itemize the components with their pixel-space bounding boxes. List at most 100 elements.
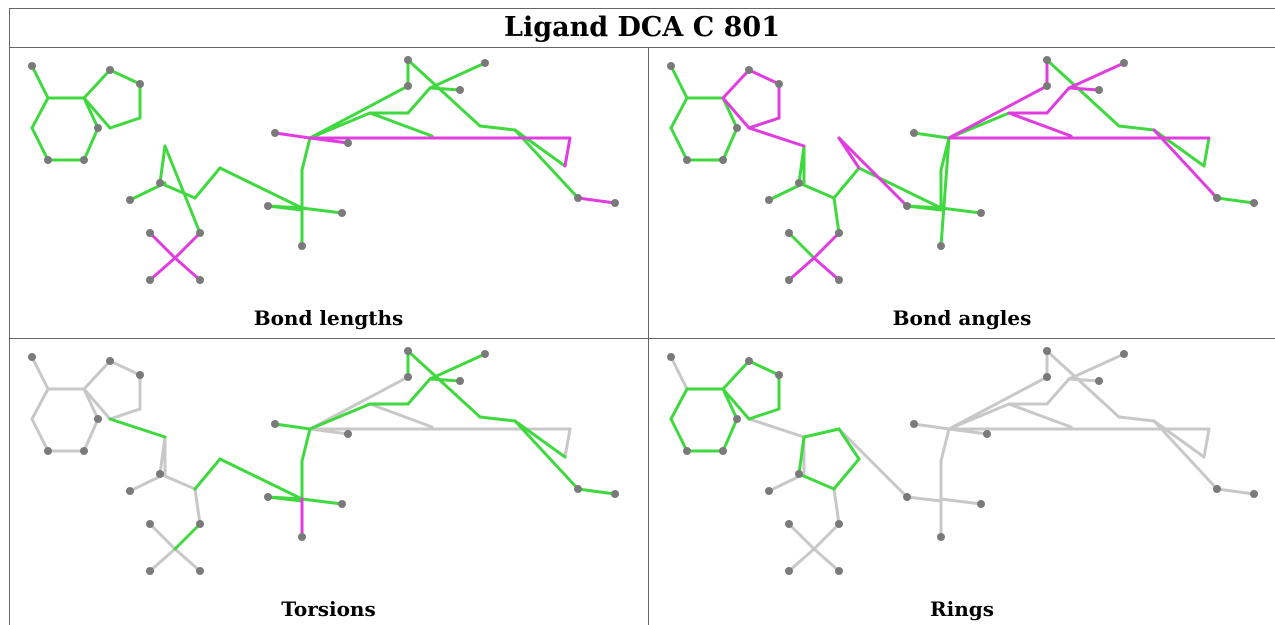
atom-a7 <box>28 62 36 70</box>
bond-c5-c6-green <box>857 166 943 210</box>
bond-a2-b1-green <box>82 68 112 100</box>
bond-b1-b2-green <box>108 68 142 86</box>
bond-a3-a4-gray <box>82 417 100 453</box>
bond-c5-c6-green <box>218 457 304 501</box>
atom-e3 <box>785 567 793 575</box>
atom-c11 <box>338 209 346 217</box>
atom-a7 <box>667 62 675 70</box>
atom-e3 <box>785 276 793 284</box>
bond-c12-c7-magenta <box>837 136 909 208</box>
bond-c3-c4-green <box>797 472 836 491</box>
atom-b2 <box>136 80 144 88</box>
bond-s11-s12-gray <box>563 427 572 459</box>
bond-a1-a7-green <box>669 64 689 100</box>
bond-s4-s5-gray <box>1067 377 1101 383</box>
atom-c3 <box>156 179 164 187</box>
atom-m3 <box>271 129 279 137</box>
bond-c1-c2-green <box>163 144 202 235</box>
panel-torsions: Torsions <box>10 339 647 625</box>
atom-a4 <box>719 156 727 164</box>
bond-a1-a7-gray <box>669 355 689 391</box>
atom-g2 <box>765 196 773 204</box>
bond-c10-s7-gray <box>308 375 410 431</box>
atom-e2 <box>146 229 154 237</box>
atom-m3 <box>910 420 918 428</box>
atom-g2 <box>765 487 773 495</box>
atom-a3 <box>94 415 102 423</box>
panel-caption: Bond lengths <box>253 306 404 330</box>
bond-a5-a6-green <box>30 126 50 162</box>
molecule-bond-angles <box>667 56 1258 284</box>
bond-c2-c3-green <box>158 144 167 185</box>
bond-c3-c4-green <box>797 181 836 200</box>
atom-s14 <box>611 199 619 207</box>
bond-s10-s13-green <box>513 419 580 491</box>
molecule-rings <box>667 347 1258 575</box>
bond-c9-c10-gray <box>939 427 951 463</box>
atom-s5 <box>456 86 464 94</box>
bond-e1-e4-gray <box>173 547 202 573</box>
bond-s8-s9-gray <box>1045 349 1121 419</box>
bond-a5-a6-green <box>669 417 689 453</box>
bond-c12-c7-gray <box>837 427 909 499</box>
atom-c3 <box>156 470 164 478</box>
table-frame <box>9 8 1275 625</box>
atom-a5 <box>683 156 691 164</box>
bond-b1-b2-gray <box>108 359 142 377</box>
bond-s4-s6-green <box>428 61 487 90</box>
bond-e1-e3-magenta <box>148 256 177 282</box>
bond-e1-e2-gray <box>787 522 816 551</box>
row-divider <box>9 338 1275 339</box>
bond-s8-s9-green <box>406 349 482 419</box>
atom-s7 <box>404 82 412 90</box>
bond-c2-c3-green <box>797 435 806 476</box>
bond-c4-c1-green <box>832 196 841 235</box>
atom-s14 <box>1250 490 1258 498</box>
bond-s9-s10-green <box>478 415 517 423</box>
bond-a2-b1-magenta <box>721 68 751 100</box>
bond-s4-s6-green <box>428 352 487 381</box>
bond-s4-s6-gray <box>1067 352 1126 381</box>
atom-a3 <box>94 124 102 132</box>
bond-m2-m3-gray <box>912 422 951 431</box>
bond-s2-s4-green <box>406 86 432 115</box>
bond-s9-s10-green <box>1117 124 1156 132</box>
atom-s8 <box>1043 347 1051 355</box>
bond-c4-c1-gray <box>832 487 841 526</box>
bond-b5-b6-green <box>108 116 142 130</box>
bond-m2-m3-green <box>912 131 951 140</box>
atom-m4 <box>344 139 352 147</box>
bond-s4-s5-magenta <box>1067 86 1101 92</box>
atom-s14 <box>1250 199 1258 207</box>
bond-b1-b2-magenta <box>747 68 781 86</box>
bond-a2-a3-green <box>721 387 739 421</box>
bond-c9-c10-green <box>300 136 312 172</box>
atom-s8 <box>1043 56 1051 64</box>
bond-s1-s3-magenta <box>1007 111 1073 138</box>
panel-bond-angles: Bond angles <box>649 48 1275 338</box>
panel-caption: Rings <box>929 597 994 621</box>
bond-c1-e1-gray <box>812 522 841 551</box>
atom-m5 <box>298 242 306 250</box>
bond-s13-s14-green <box>1215 196 1256 205</box>
atom-a5 <box>683 447 691 455</box>
bond-c6-c11-gray <box>939 497 983 506</box>
bond-s10-s11-green <box>513 419 567 459</box>
bond-e1-e4-gray <box>812 547 841 573</box>
bond-c1-e1-magenta <box>173 231 202 260</box>
bond-e1-e3-gray <box>148 547 177 573</box>
bond-b6-c2-magenta <box>747 126 806 148</box>
panel-caption: Torsions <box>281 597 376 621</box>
atom-e4 <box>835 567 843 575</box>
bond-b5-b6-gray <box>108 407 142 421</box>
bond-s8-s9-green <box>1045 58 1121 128</box>
atom-c1 <box>835 520 843 528</box>
bond-b3-b6-green <box>747 407 781 421</box>
bond-s4-s5-green <box>428 86 462 92</box>
atom-c7 <box>264 202 272 210</box>
bond-s13-s14-gray <box>1215 487 1256 496</box>
bond-a6-a1-green <box>30 96 50 130</box>
bond-a1-a7-green <box>30 64 50 100</box>
atom-c1 <box>196 229 204 237</box>
atom-s6 <box>481 350 489 358</box>
